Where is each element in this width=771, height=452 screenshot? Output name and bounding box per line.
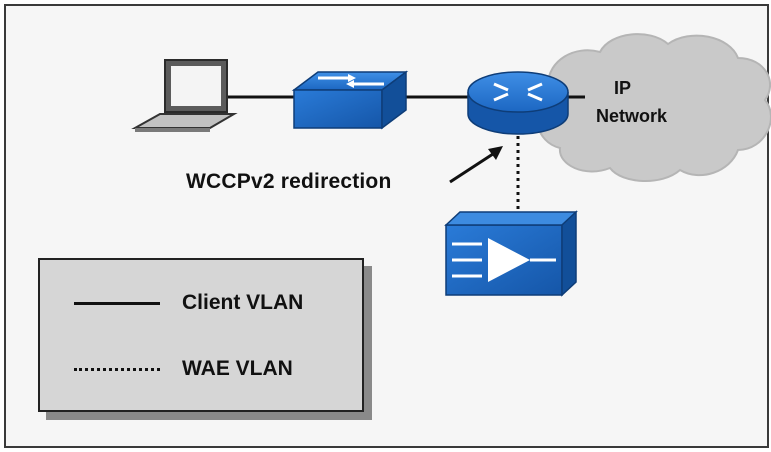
legend-item-client-vlan: Client VLAN [74, 288, 303, 318]
legend-label-client-vlan: Client VLAN [182, 291, 304, 314]
cloud-label-ip: IP [614, 78, 632, 98]
switch-icon [291, 70, 409, 130]
cloud-label-network: Network [596, 106, 668, 126]
wae-appliance-icon [444, 210, 578, 297]
laptop-icon [131, 59, 238, 132]
redirection-label: WCCPv2 redirection [186, 170, 392, 193]
legend-label-wae-vlan: WAE VLAN [182, 357, 293, 380]
legend-box: Client VLAN WAE VLAN [38, 258, 364, 412]
ip-cloud-icon [536, 33, 771, 182]
legend-item-wae-vlan: WAE VLAN [74, 354, 293, 384]
legend-dotted-line [74, 367, 160, 371]
legend-solid-line [74, 301, 160, 305]
router-icon [467, 71, 569, 135]
redirection-arrow [449, 146, 503, 184]
